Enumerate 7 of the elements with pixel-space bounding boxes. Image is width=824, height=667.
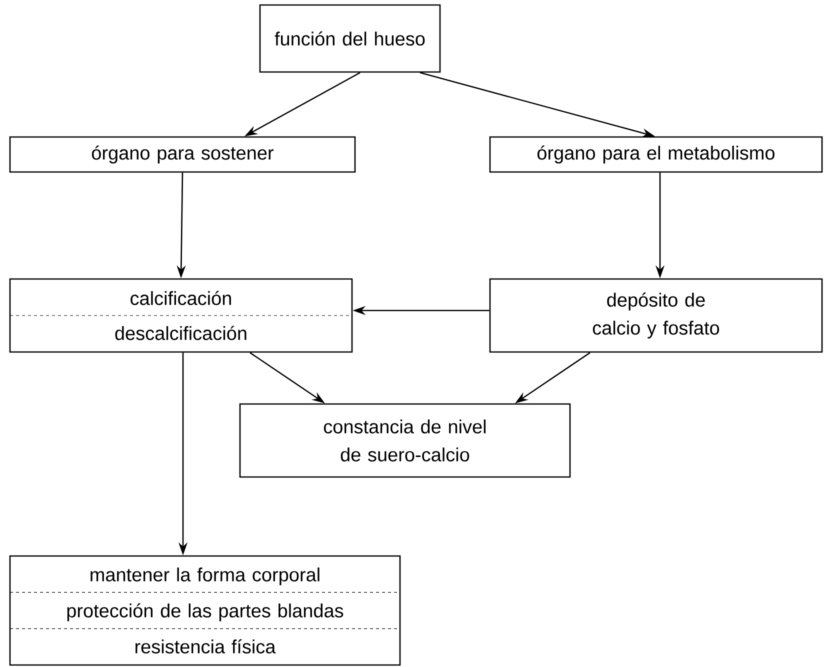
process-box: depósito de calcio y fosfato [489,278,823,353]
process-box: órgano para sostener [9,136,356,173]
process-box: constancia de nivel de suero-calcio [239,403,571,478]
process-box: mantener la forma corporal protección de las partes blandas resistencia física [9,555,401,666]
process-box: función del hueso [259,4,441,73]
process-box: calcificación descalcificación [9,278,353,353]
process-box: órgano para el metabolismo [489,136,823,173]
